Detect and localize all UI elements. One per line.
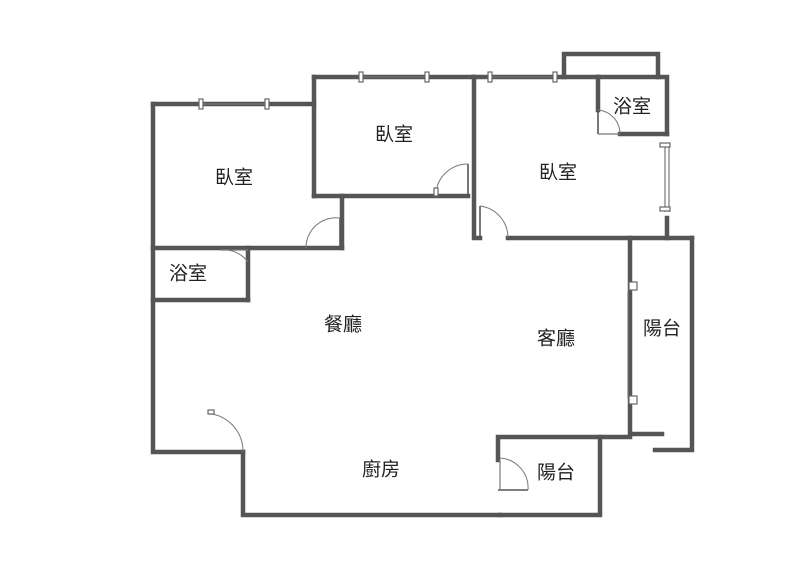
door-arc: [499, 457, 529, 491]
door-arc: [305, 217, 341, 249]
windows: [198, 71, 671, 405]
window-mark: [358, 71, 364, 83]
wall-balcony-right-inner: [627, 235, 665, 437]
wall-bath-planter: [561, 51, 661, 80]
room-label-balcony-right: 陽台: [642, 317, 682, 340]
window-mark: [628, 395, 638, 405]
room-label-dining: 餐廳: [323, 313, 363, 336]
window-mark: [628, 281, 638, 291]
walls: [150, 51, 695, 518]
doors: [207, 109, 621, 491]
room-label-kitchen: 廚房: [361, 458, 401, 481]
wall-kitchen-left: [240, 449, 503, 518]
door-mark: [207, 409, 215, 415]
room-label-bedroom-right: 臥室: [538, 161, 578, 184]
room-label-living: 客廳: [536, 327, 576, 350]
room-label-bath-top-right: 浴室: [612, 95, 652, 118]
wall-balcony-right-outer: [652, 235, 695, 453]
door-arc: [435, 163, 469, 193]
room-label-balcony-bottom: 陽台: [536, 461, 576, 484]
window-mark: [264, 98, 270, 110]
window-mark: [487, 71, 493, 83]
room-label-bedroom-middle: 臥室: [374, 123, 414, 146]
door-arc: [597, 109, 621, 135]
window-mark: [424, 71, 430, 83]
door-arc: [479, 205, 509, 239]
door-arc: [211, 413, 244, 453]
wall-bath-top: [595, 74, 670, 137]
room-label-bedroom-left: 臥室: [214, 166, 254, 189]
door-arc: [219, 249, 249, 263]
window-mark: [552, 71, 558, 83]
wall-middle-right-partition: [471, 74, 483, 241]
window-mark: [659, 206, 671, 212]
window-mark: [659, 142, 671, 148]
room-label-bath-left: 浴室: [168, 262, 208, 285]
door-mark: [433, 187, 439, 197]
window-mark: [198, 98, 204, 110]
